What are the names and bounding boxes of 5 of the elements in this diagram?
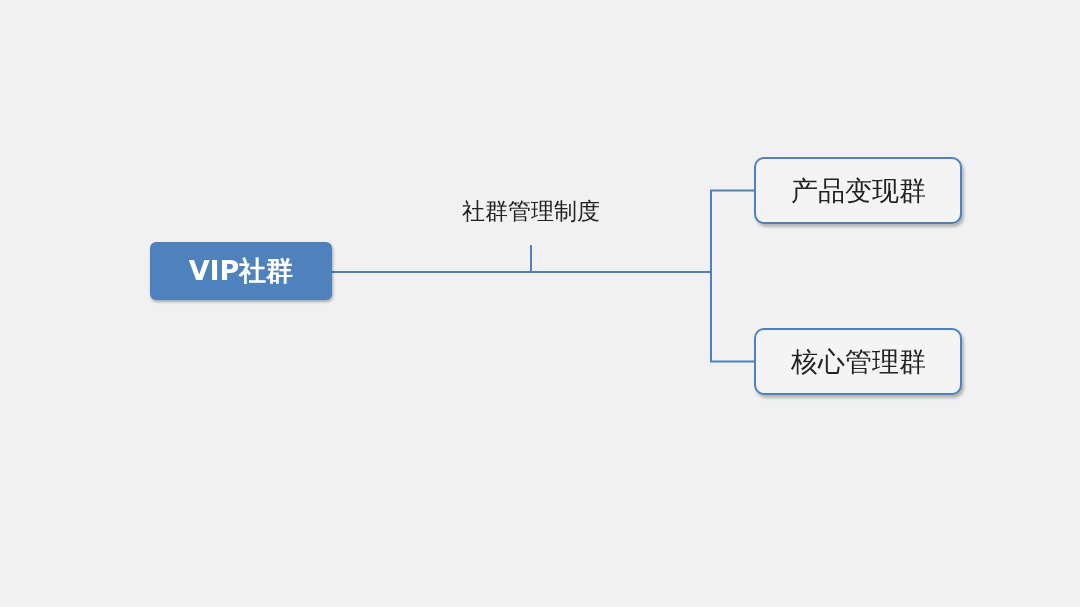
title-box: VIP社群 [150, 242, 332, 300]
leader-line [530, 244, 532, 273]
branch-label: 社群管理制度 [440, 196, 622, 245]
topic-box: 核心管理群 [754, 328, 962, 395]
topic-box: 产品变现群 [754, 157, 962, 224]
